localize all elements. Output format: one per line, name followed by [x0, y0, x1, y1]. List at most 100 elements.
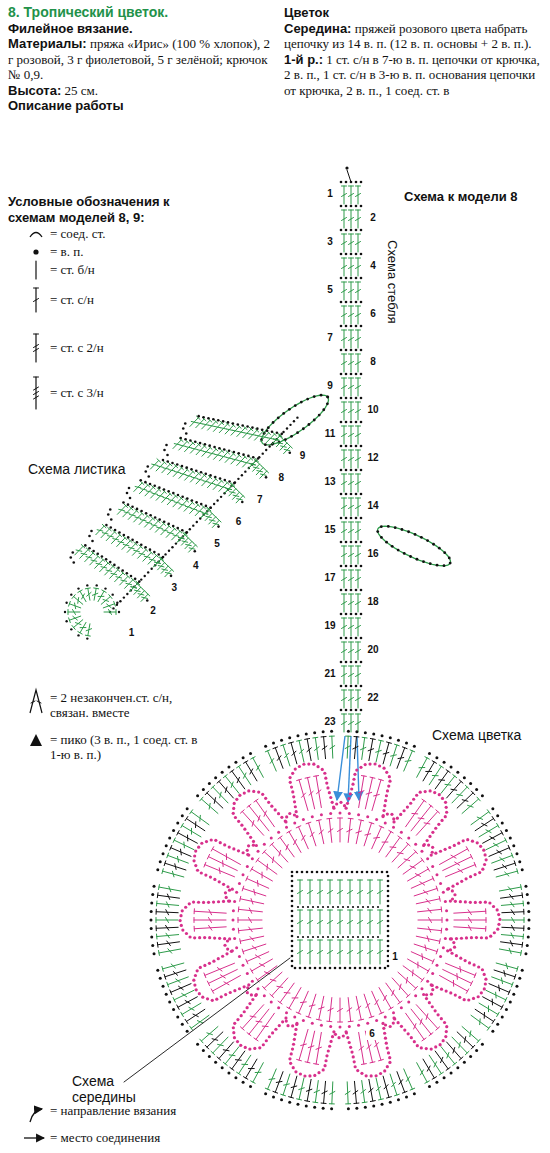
flower-chart [292, 1066, 295, 1069]
flower-chart [331, 1035, 334, 1038]
flower-chart [329, 1040, 332, 1043]
flower-chart [291, 940, 294, 943]
stem-chart [342, 482, 347, 485]
flower-chart [473, 963, 476, 966]
leaf-chart [141, 489, 147, 490]
leaf-loop [401, 528, 404, 531]
flower-chart [479, 826, 498, 837]
flower-chart [356, 996, 361, 1019]
flower-chart [501, 978, 502, 984]
flower-chart [344, 1030, 347, 1033]
leaf-chart [202, 477, 210, 486]
leaf-chart [202, 513, 208, 514]
leaf-chart [163, 497, 169, 498]
flower-chart [319, 820, 324, 843]
stem-chart [345, 517, 348, 520]
leaf-chart [203, 481, 209, 482]
flower-chart [456, 882, 459, 885]
flower-chart [354, 736, 359, 737]
flower-chart [445, 1025, 448, 1028]
leaf-chart [244, 470, 246, 472]
leaf-chart [64, 611, 66, 613]
flower-chart [398, 758, 404, 759]
flower-chart [479, 901, 482, 904]
leaf-chart [167, 490, 170, 493]
flower-chart [420, 987, 423, 990]
leaf-chart [157, 459, 161, 462]
leaf-chart [140, 543, 143, 546]
flower-chart [471, 840, 474, 843]
flower-chart [374, 1074, 377, 1077]
flower-chart [440, 988, 443, 991]
flower-chart [453, 775, 457, 778]
leaf-loop [420, 536, 423, 539]
leaf-chart [75, 623, 81, 625]
leaf-chart [69, 556, 72, 559]
leaf-chart [129, 497, 132, 500]
flower-chart [442, 918, 443, 923]
flower-chart [389, 736, 392, 739]
flower-chart [372, 780, 381, 811]
flower-chart [470, 936, 473, 939]
leaf-chart [116, 602, 118, 604]
flower-chart [387, 1051, 390, 1054]
leaf-chart [192, 448, 198, 449]
leaf-chart [162, 464, 170, 473]
stem-chart [355, 613, 358, 616]
stem-chart [356, 474, 361, 475]
flower-chart [444, 801, 447, 804]
flower-chart [408, 959, 429, 971]
flower-chart [474, 973, 476, 978]
flower-chart [238, 955, 241, 958]
leaf-chart [138, 594, 144, 595]
leaf-chart [170, 568, 174, 571]
flower-chart [294, 1028, 297, 1031]
flower-chart [358, 951, 363, 954]
leaf-loop [438, 547, 441, 550]
flower-chart [345, 746, 350, 749]
flower-chart [291, 920, 294, 923]
leaf-loop [448, 557, 451, 560]
flower-chart [371, 871, 374, 874]
stem-chart [350, 277, 353, 280]
leaf-chart [271, 430, 274, 433]
leaf-chart [113, 539, 119, 540]
flower-chart [382, 809, 385, 812]
leaf-chart [215, 454, 221, 455]
flower-chart [400, 1025, 403, 1028]
flower-chart [481, 868, 484, 871]
flower-chart [457, 794, 463, 795]
flower-chart [251, 899, 253, 905]
leaf-chart [296, 416, 298, 418]
flower-chart [387, 945, 390, 948]
flower-chart [242, 949, 244, 954]
leaf-chart [64, 415, 299, 640]
flower-chart [336, 871, 339, 874]
flower-chart [299, 1072, 302, 1075]
leaf-chart [134, 578, 137, 581]
leaf-chart [213, 423, 221, 432]
flower-chart [500, 857, 505, 861]
leaf-chart [146, 522, 152, 523]
leaf-chart [163, 449, 166, 452]
flower-chart [278, 836, 282, 839]
stem-chart [355, 349, 358, 352]
leaf-chart [109, 595, 112, 599]
leaf-chart [108, 536, 114, 537]
leaf-chart [172, 525, 175, 528]
flower-chart [485, 858, 488, 861]
flower-chart [509, 948, 511, 953]
leaf-chart [136, 508, 139, 511]
flower-chart [435, 964, 438, 967]
leaf-chart [214, 485, 220, 486]
leaf-chart [278, 434, 282, 437]
leaf-chart [223, 479, 226, 482]
leaf-chart [209, 506, 212, 509]
leaf-loop [387, 525, 390, 528]
leaf-loop [296, 431, 299, 434]
leaf-chart [121, 569, 124, 572]
leaf-chart [190, 540, 194, 543]
flower-chart [486, 830, 491, 833]
flower-chart [482, 849, 485, 852]
leaf-chart [149, 514, 152, 517]
